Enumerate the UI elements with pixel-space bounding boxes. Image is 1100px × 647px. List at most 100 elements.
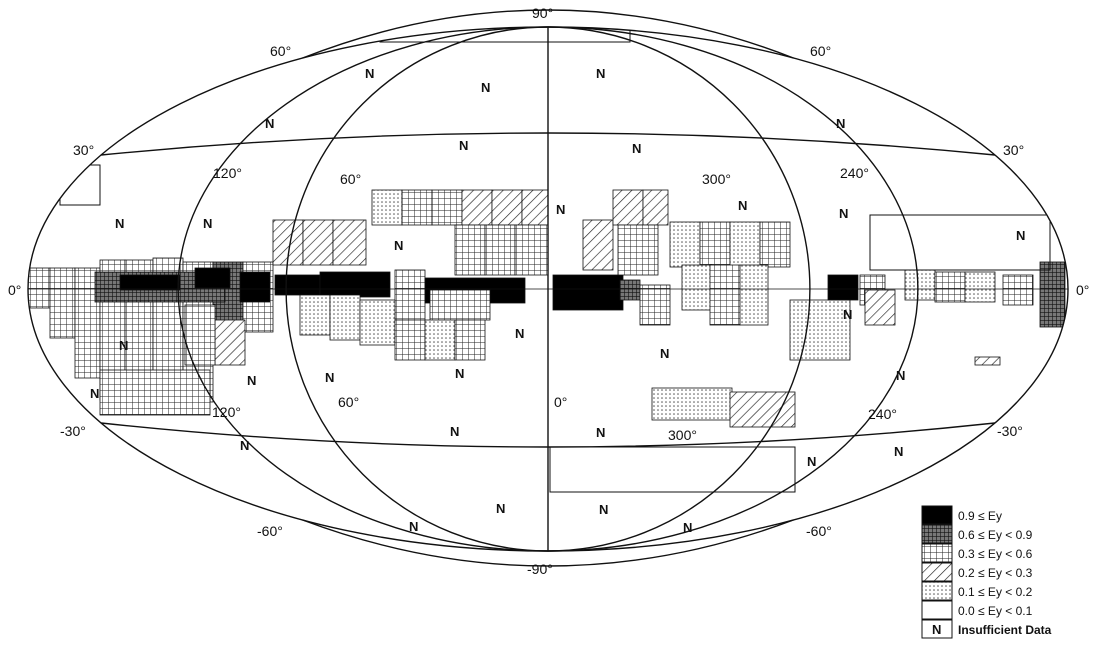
extinction-cell xyxy=(491,189,523,226)
latitude-labels: 90° -90° 60° 60° 30° 30° 0° 0° -30° -30°… xyxy=(8,5,1089,577)
lat-label-m60-right: -60° xyxy=(806,523,832,539)
insufficient-data-marker: N xyxy=(738,198,747,213)
insufficient-data-marker: N xyxy=(325,370,334,385)
extinction-cell xyxy=(484,224,516,276)
legend-swatch-black xyxy=(921,505,953,525)
insufficient-data-marker: N xyxy=(843,307,852,322)
outlined-cell xyxy=(869,214,1051,271)
lon-label-south-60: 60° xyxy=(338,394,359,410)
legend: N 0.9 ≤ Ey 0.6 ≤ Ey < 0.9 0.3 ≤ Ey < 0.6… xyxy=(921,505,1052,639)
extinction-cell xyxy=(651,387,733,421)
extinction-cell xyxy=(514,224,549,276)
legend-swatch-dense-grid xyxy=(921,524,953,544)
insufficient-data-marker: N xyxy=(115,216,124,231)
extinction-cell xyxy=(424,319,456,361)
lon-label-north-60: 60° xyxy=(340,171,361,187)
legend-swatch-insufficient xyxy=(921,619,953,639)
insufficient-data-marker: N xyxy=(90,386,99,401)
longitude-labels: 120° 60° 300° 240° 120° 60° 0° 300° 240° xyxy=(212,165,897,443)
extinction-cell xyxy=(729,221,761,268)
lat-label-30-left: 30° xyxy=(73,142,94,158)
insufficient-data-marker: N xyxy=(632,141,641,156)
extinction-cell xyxy=(642,189,669,226)
extinction-cell xyxy=(319,271,391,298)
coordinate-grid xyxy=(27,9,1069,567)
extinction-cell xyxy=(214,319,246,366)
extinction-cell xyxy=(461,189,493,226)
extinction-cell xyxy=(329,294,361,341)
legend-swatch-dots xyxy=(921,581,953,601)
extinction-cell xyxy=(274,274,321,296)
lat-label-0-left: 0° xyxy=(8,282,21,298)
insufficient-data-marker: N xyxy=(394,238,403,253)
extinction-cell xyxy=(582,219,614,271)
insufficient-data-marker: N xyxy=(450,424,459,439)
lon-label-north-240: 240° xyxy=(840,165,869,181)
insufficient-data-marker: N xyxy=(660,346,669,361)
insufficient-data-marker: N xyxy=(247,373,256,388)
lat-label-m30-left: -30° xyxy=(60,423,86,439)
insufficient-data-marker: N xyxy=(240,438,249,453)
extinction-cell xyxy=(709,264,741,326)
parallel-south-30 xyxy=(101,422,995,448)
extinction-regions xyxy=(28,27,1066,493)
legend-swatch-grid xyxy=(921,543,953,563)
extinction-cell xyxy=(827,274,859,301)
lon-label-south-120: 120° xyxy=(212,404,241,420)
extinction-cell xyxy=(934,271,966,303)
legend-swatch-hatch xyxy=(921,562,953,582)
extinction-cell xyxy=(371,189,403,226)
lon-label-south-240: 240° xyxy=(868,406,897,422)
legend-label-dots: 0.1 ≤ Ey < 0.2 xyxy=(958,585,1033,599)
parallel-north-60 xyxy=(302,9,794,59)
extinction-cell xyxy=(99,369,211,416)
legend-label-hatch: 0.2 ≤ Ey < 0.3 xyxy=(958,566,1033,580)
insufficient-data-marker: N xyxy=(481,80,490,95)
lat-label-0-right: 0° xyxy=(1076,282,1089,298)
extinction-cell xyxy=(332,219,367,266)
lat-label-60-right: 60° xyxy=(810,43,831,59)
extinction-cell xyxy=(454,224,486,276)
extinction-cell xyxy=(612,189,644,226)
extinction-cell xyxy=(394,269,426,321)
insufficient-data-marker: N xyxy=(839,206,848,221)
extinction-cell xyxy=(964,271,996,303)
extinction-cell xyxy=(394,319,426,361)
extinction-cell xyxy=(184,304,216,366)
insufficient-data-marker: N xyxy=(556,202,565,217)
legend-swatch-white xyxy=(921,600,953,620)
parallel-south-60 xyxy=(302,519,794,567)
extinction-cell xyxy=(619,279,641,301)
extinction-cell xyxy=(299,294,331,336)
meridian-120-right xyxy=(547,26,919,552)
insufficient-data-marker: N xyxy=(265,116,274,131)
extinction-cell xyxy=(119,274,181,291)
parallel-north-30 xyxy=(101,132,995,156)
lat-label-south-pole: -90° xyxy=(527,561,553,577)
extinction-cell xyxy=(359,299,396,346)
lat-label-north-pole: 90° xyxy=(532,5,553,21)
lon-label-north-120: 120° xyxy=(213,165,242,181)
extinction-cell xyxy=(699,221,731,268)
extinction-cell xyxy=(904,269,936,301)
extinction-cell xyxy=(617,224,659,276)
legend-label-black: 0.9 ≤ Ey xyxy=(958,509,1002,523)
insufficient-data-marker: N xyxy=(119,338,128,353)
lat-label-60-left: 60° xyxy=(270,43,291,59)
extinction-cell xyxy=(669,221,701,268)
insufficient-data-marker: N xyxy=(836,116,845,131)
lat-label-m30-right: -30° xyxy=(997,423,1023,439)
extinction-cell xyxy=(639,284,671,326)
insufficient-data-marker: N xyxy=(894,444,903,459)
extinction-cell xyxy=(1039,261,1066,328)
lon-label-south-300: 300° xyxy=(668,427,697,443)
extinction-cell xyxy=(302,219,334,266)
lon-label-south-0: 0° xyxy=(554,394,567,410)
meridian-60-right xyxy=(547,26,811,552)
insufficient-data-marker: N xyxy=(896,368,905,383)
extinction-cell xyxy=(431,189,463,226)
insufficient-data-marker: N xyxy=(1016,228,1025,243)
extinction-cell xyxy=(49,267,76,339)
legend-label-grid: 0.3 ≤ Ey < 0.6 xyxy=(958,547,1033,561)
